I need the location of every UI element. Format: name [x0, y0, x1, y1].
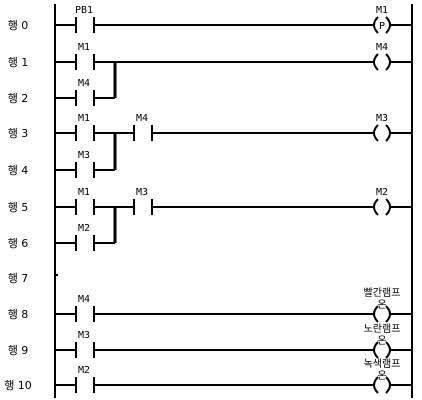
row-label-5: 행 5: [8, 201, 29, 214]
contact-label: M4: [136, 113, 148, 124]
row-label-10: 행 10: [4, 379, 32, 392]
row-label-0: 행 0: [8, 19, 29, 32]
row-label-7: 행 7: [8, 272, 29, 285]
coil-arc-left: [373, 16, 379, 34]
row-label-6: 행 6: [8, 237, 29, 250]
coil-label: M3: [376, 113, 388, 124]
contact-label: M1: [78, 42, 90, 53]
contact-label: M4: [78, 294, 90, 305]
coil-arc-right: [385, 341, 391, 359]
row-label-9: 행 9: [8, 344, 29, 357]
row-label-4: 행 4: [8, 164, 29, 177]
coil-arc-right: [385, 305, 391, 323]
contact-label: M3: [78, 330, 90, 341]
contact-label: M2: [78, 365, 90, 376]
coil-arc-left: [373, 341, 379, 359]
coil-arc-right: [385, 198, 391, 216]
contact-label: PB1: [75, 5, 93, 16]
contact-label: M2: [78, 223, 90, 234]
lamp-state: 온: [377, 335, 386, 347]
coil-p-mark: P: [379, 21, 385, 32]
lamp-label: 노란램프: [364, 323, 401, 335]
row-label-3: 행 3: [8, 127, 29, 140]
coil-arc-left: [373, 376, 379, 394]
contact-label: M1: [78, 187, 90, 198]
coil-arc-left: [373, 124, 379, 142]
contact-label: M4: [78, 78, 90, 89]
coil-arc-left: [373, 53, 379, 71]
coil-arc-right: [385, 53, 391, 71]
coil-arc-left: [373, 305, 379, 323]
coil-arc-right: [385, 124, 391, 142]
row-label-2: 행 2: [8, 92, 29, 105]
lamp-label: 녹색램프: [364, 358, 401, 370]
coil-label: M4: [376, 42, 388, 53]
lamp-state: 온: [377, 370, 386, 382]
coil-arc-right: [385, 16, 391, 34]
coil-arc-right: [385, 376, 391, 394]
coil-label: M1: [376, 5, 388, 16]
contact-label: M3: [78, 150, 90, 161]
contact-label: M3: [136, 187, 148, 198]
coil-arc-left: [373, 198, 379, 216]
lamp-label: 빨간램프: [364, 287, 401, 299]
lamp-state: 온: [377, 299, 386, 311]
contact-label: M1: [78, 113, 90, 124]
coil-label: M2: [376, 187, 388, 198]
row-label-8: 행 8: [8, 308, 29, 321]
row-label-1: 행 1: [8, 56, 29, 69]
